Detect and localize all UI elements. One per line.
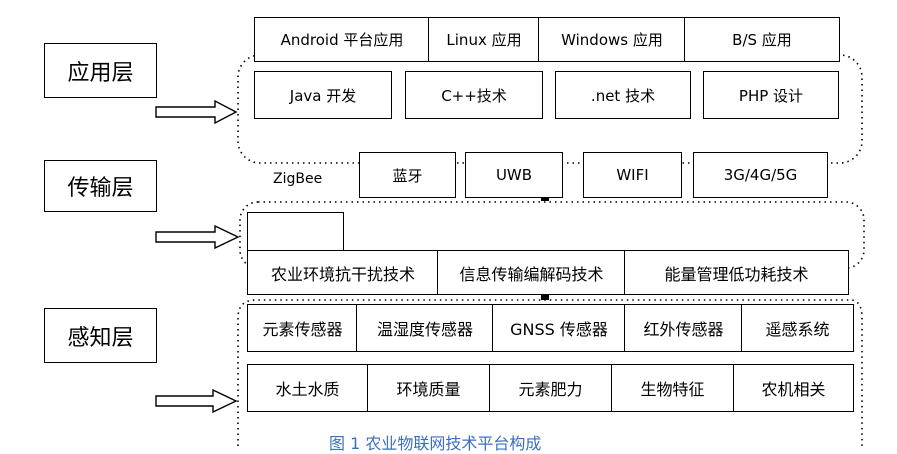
hollow-arrow-transport: [155, 224, 240, 250]
layer-label-perception: 感知层: [44, 308, 157, 363]
hollow-arrow-perception: [155, 388, 238, 414]
object-fertility: 元素肥力: [489, 364, 612, 412]
platform-bs: B/S 应用: [684, 17, 840, 62]
tech-dotnet: .net 技术: [555, 71, 691, 119]
platform-windows: Windows 应用: [538, 17, 686, 62]
object-biology: 生物特征: [611, 364, 734, 412]
network-uwb: UWB: [465, 152, 563, 198]
tech-cpp: C++技术: [405, 71, 543, 119]
figure-caption: 图 1 农业物联网技术平台构成: [329, 434, 542, 453]
network-bluetooth: 蓝牙: [359, 152, 456, 198]
sensor-gnss: GNSS 传感器: [492, 304, 626, 352]
sensor-element: 元素传感器: [247, 304, 358, 352]
platform-linux: Linux 应用: [428, 17, 540, 62]
sensor-remote: 遥感系统: [741, 304, 854, 352]
sensor-infrared: 红外传感器: [624, 304, 743, 352]
technique-codec: 信息传输编解码技术: [437, 250, 626, 295]
tech-php: PHP 设计: [703, 71, 839, 119]
network-cellular: 3G/4G/5G: [693, 152, 828, 198]
application-group-outline: [237, 54, 863, 164]
empty-box: [247, 212, 344, 256]
layer-label-transport: 传输层: [44, 160, 157, 212]
layer-label-application: 应用层: [44, 43, 157, 98]
hollow-arrow-application: [155, 99, 238, 125]
network-zigbee: ZigBee: [273, 171, 323, 187]
tech-java: Java 开发: [254, 71, 392, 119]
sensor-temp-humidity: 温湿度传感器: [356, 304, 494, 352]
network-wifi: WIFI: [583, 152, 682, 198]
technique-low-power: 能量管理低功耗技术: [624, 250, 849, 295]
object-machinery: 农机相关: [733, 364, 854, 412]
platform-android: Android 平台应用: [254, 17, 430, 62]
object-environment: 环境质量: [367, 364, 490, 412]
object-soil-water: 水土水质: [247, 364, 368, 412]
technique-anti-interference: 农业环境抗干扰技术: [247, 250, 439, 295]
